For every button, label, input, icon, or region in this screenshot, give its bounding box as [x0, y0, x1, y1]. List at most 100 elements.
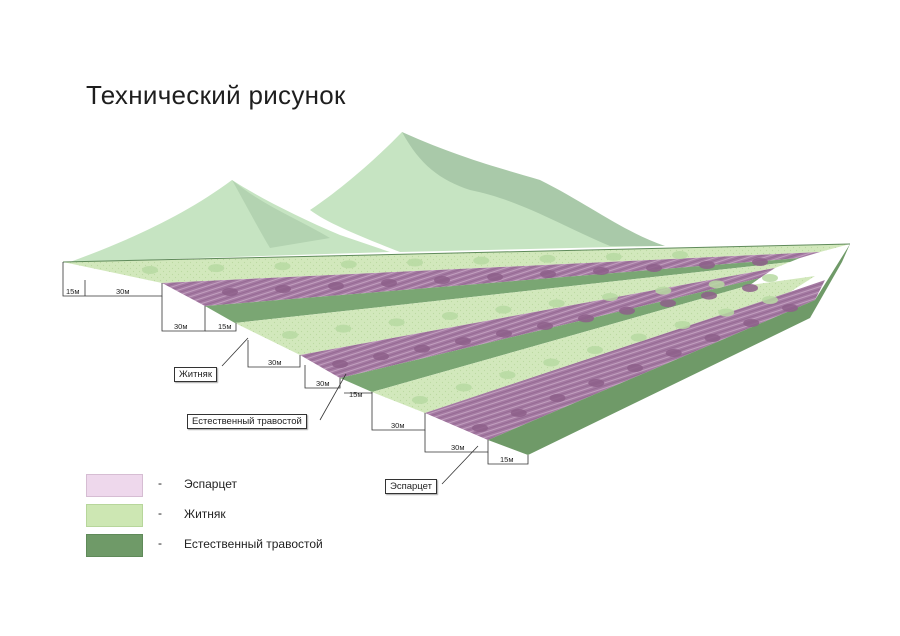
plant-tuft	[708, 280, 725, 289]
mountain-right-shadow	[402, 132, 665, 246]
plant-tuft	[414, 344, 430, 353]
legend-dash: -	[158, 536, 162, 550]
plant-tuft	[455, 337, 471, 346]
plant-tuft	[782, 304, 798, 312]
dimension-labels: 15м 30м 30м 15м 30м 30м 15м 30м 30м 15м	[66, 287, 514, 464]
terrace-band-zhitnyak-2	[235, 262, 790, 355]
plant-tuft	[487, 273, 503, 281]
plant-tuft	[699, 261, 715, 269]
plant-tuft	[275, 285, 291, 293]
callout-natural: Естественный травостой	[187, 414, 307, 429]
plant-tuft	[340, 260, 357, 269]
plant-tuft	[407, 258, 423, 267]
legend: - Эспарцет - Житняк - Естественный траво…	[86, 474, 386, 564]
mountain-left-shadow	[232, 180, 330, 248]
plant-tuft	[752, 258, 768, 266]
legend-label-natural: Естественный травостой	[184, 537, 323, 551]
plant-tuft	[587, 346, 603, 354]
terrace-band-natural-2	[340, 278, 760, 392]
dim-label-3: 30м	[174, 322, 188, 331]
plant-tuft	[142, 266, 158, 274]
plant-tuft	[602, 293, 618, 301]
legend-row-natural: - Естественный травостой	[86, 534, 386, 564]
plant-tuft	[549, 394, 566, 402]
terrace-band-zhitnyak-3	[372, 276, 815, 413]
plant-tuft	[548, 299, 565, 308]
plant-tuft	[282, 331, 298, 339]
plant-tuft	[222, 288, 238, 296]
plant-tuft	[388, 318, 405, 327]
dim-label-5: 30м	[268, 358, 282, 367]
plant-tuft	[578, 314, 594, 323]
plant-tuft	[442, 312, 458, 320]
plant-tuft	[646, 264, 662, 272]
plant-tuft	[274, 262, 291, 271]
dim-label-9: 30м	[451, 443, 465, 452]
dim-label-1: 15м	[66, 287, 80, 296]
legend-row-esparcet: - Эспарцет	[86, 474, 386, 504]
plant-tuft	[588, 379, 605, 387]
dim-label-2: 30м	[116, 287, 130, 296]
legend-swatch-natural	[86, 534, 143, 557]
plant-tuft	[472, 424, 488, 432]
plant-tuft	[208, 264, 225, 273]
dim-label-4: 15м	[218, 322, 232, 331]
plant-tuft	[540, 270, 556, 278]
plant-tuft	[701, 291, 717, 300]
plant-tuft	[627, 364, 643, 372]
dim-label-6: 30м	[316, 379, 330, 388]
dimension-lines	[62, 262, 529, 485]
plant-tuft	[762, 274, 778, 282]
legend-swatch-zhitnyak	[86, 504, 143, 527]
plant-clusters	[142, 251, 798, 432]
callout-esparcet: Эспарцет	[385, 479, 437, 494]
terrace-slope	[62, 243, 851, 455]
terrace-band-natural-1	[205, 258, 800, 323]
plant-tuft	[630, 333, 647, 342]
page-title: Технический рисунок	[86, 80, 346, 110]
terrace-band-esparcet-3	[425, 280, 825, 440]
callout-zhitnyak: Житняк	[174, 367, 217, 382]
plant-tuft	[335, 324, 352, 333]
plant-tuft	[619, 306, 635, 315]
legend-dash: -	[158, 476, 162, 490]
terrace-band-zhitnyak-1	[63, 244, 850, 283]
terrace-edge	[62, 243, 851, 263]
plant-tuft	[499, 371, 516, 379]
plant-tuft	[743, 319, 760, 327]
plant-tuft	[665, 349, 682, 357]
legend-dash: -	[158, 506, 162, 520]
plant-tuft	[605, 252, 622, 261]
plant-tuft	[495, 305, 512, 314]
terrace-band-natural-3	[488, 244, 850, 455]
legend-row-zhitnyak: - Житняк	[86, 504, 386, 534]
dim-label-10: 15м	[500, 455, 514, 464]
legend-swatch-esparcet	[86, 474, 143, 497]
legend-label-zhitnyak: Житняк	[184, 507, 226, 521]
plant-tuft	[593, 267, 609, 275]
plant-tuft	[762, 296, 778, 304]
plant-tuft	[381, 279, 397, 287]
plant-tuft	[496, 329, 512, 338]
dim-label-7: 15м	[349, 390, 363, 399]
plant-tuft	[539, 254, 556, 263]
plant-tuft	[455, 383, 472, 392]
plant-tuft	[674, 321, 691, 329]
mountain-left	[70, 180, 390, 262]
plant-tuft	[412, 396, 428, 404]
plant-tuft	[543, 358, 560, 367]
plant-tuft	[328, 282, 344, 290]
plant-tuft	[704, 334, 721, 342]
plant-tuft	[473, 256, 490, 265]
mountains	[70, 132, 665, 262]
dim-label-8: 30м	[391, 421, 405, 430]
plant-tuft	[718, 308, 735, 317]
plant-tuft	[742, 284, 758, 292]
plant-tuft	[660, 299, 676, 308]
plant-tuft	[373, 352, 389, 361]
plant-tuft	[655, 286, 672, 295]
plant-tuft	[332, 360, 348, 368]
plant-tuft	[510, 409, 527, 417]
plant-tuft	[537, 322, 553, 330]
